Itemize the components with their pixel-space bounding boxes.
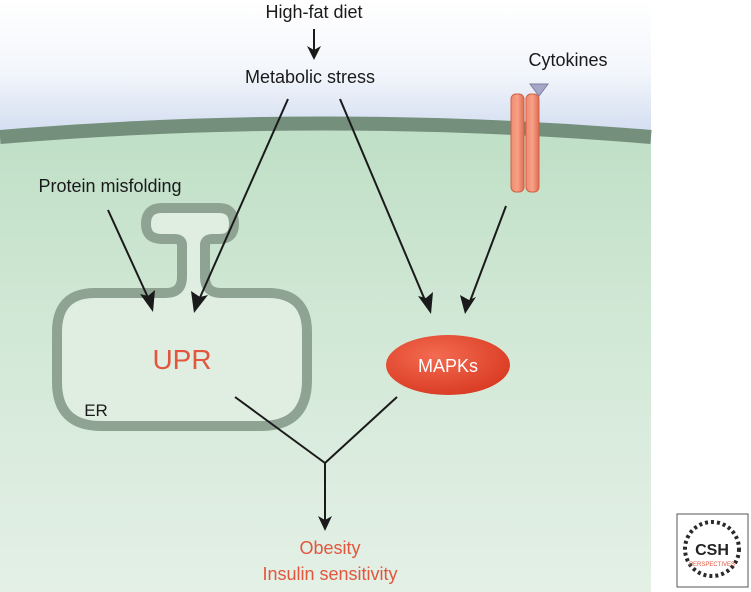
upr-label: UPR — [152, 344, 211, 375]
cytokine-ligand-icon — [529, 83, 549, 97]
logo-main-text: CSH — [695, 542, 729, 559]
protein-misfolding-label: Protein misfolding — [38, 176, 181, 196]
cytokine-receptor-icon — [510, 93, 540, 193]
metabolic-stress-label: Metabolic stress — [245, 67, 375, 87]
er-organelle — [52, 203, 312, 431]
mapk-oval — [386, 335, 510, 395]
logo-sub-text: PERSPECTIVES — [689, 562, 735, 568]
cshl-perspectives-logo-icon: CSH PERSPECTIVES — [676, 513, 749, 588]
er-label: ER — [84, 401, 108, 420]
pathway-arrows — [107, 29, 507, 531]
obesity-label: Obesity — [299, 538, 360, 558]
cytokines-label: Cytokines — [528, 50, 607, 70]
mapks-label: MAPKs — [418, 356, 478, 376]
insulin-sensitivity-label: Insulin sensitivity — [262, 564, 397, 584]
cell-membrane — [0, 116, 652, 144]
high-fat-diet-label: High-fat diet — [265, 2, 362, 22]
